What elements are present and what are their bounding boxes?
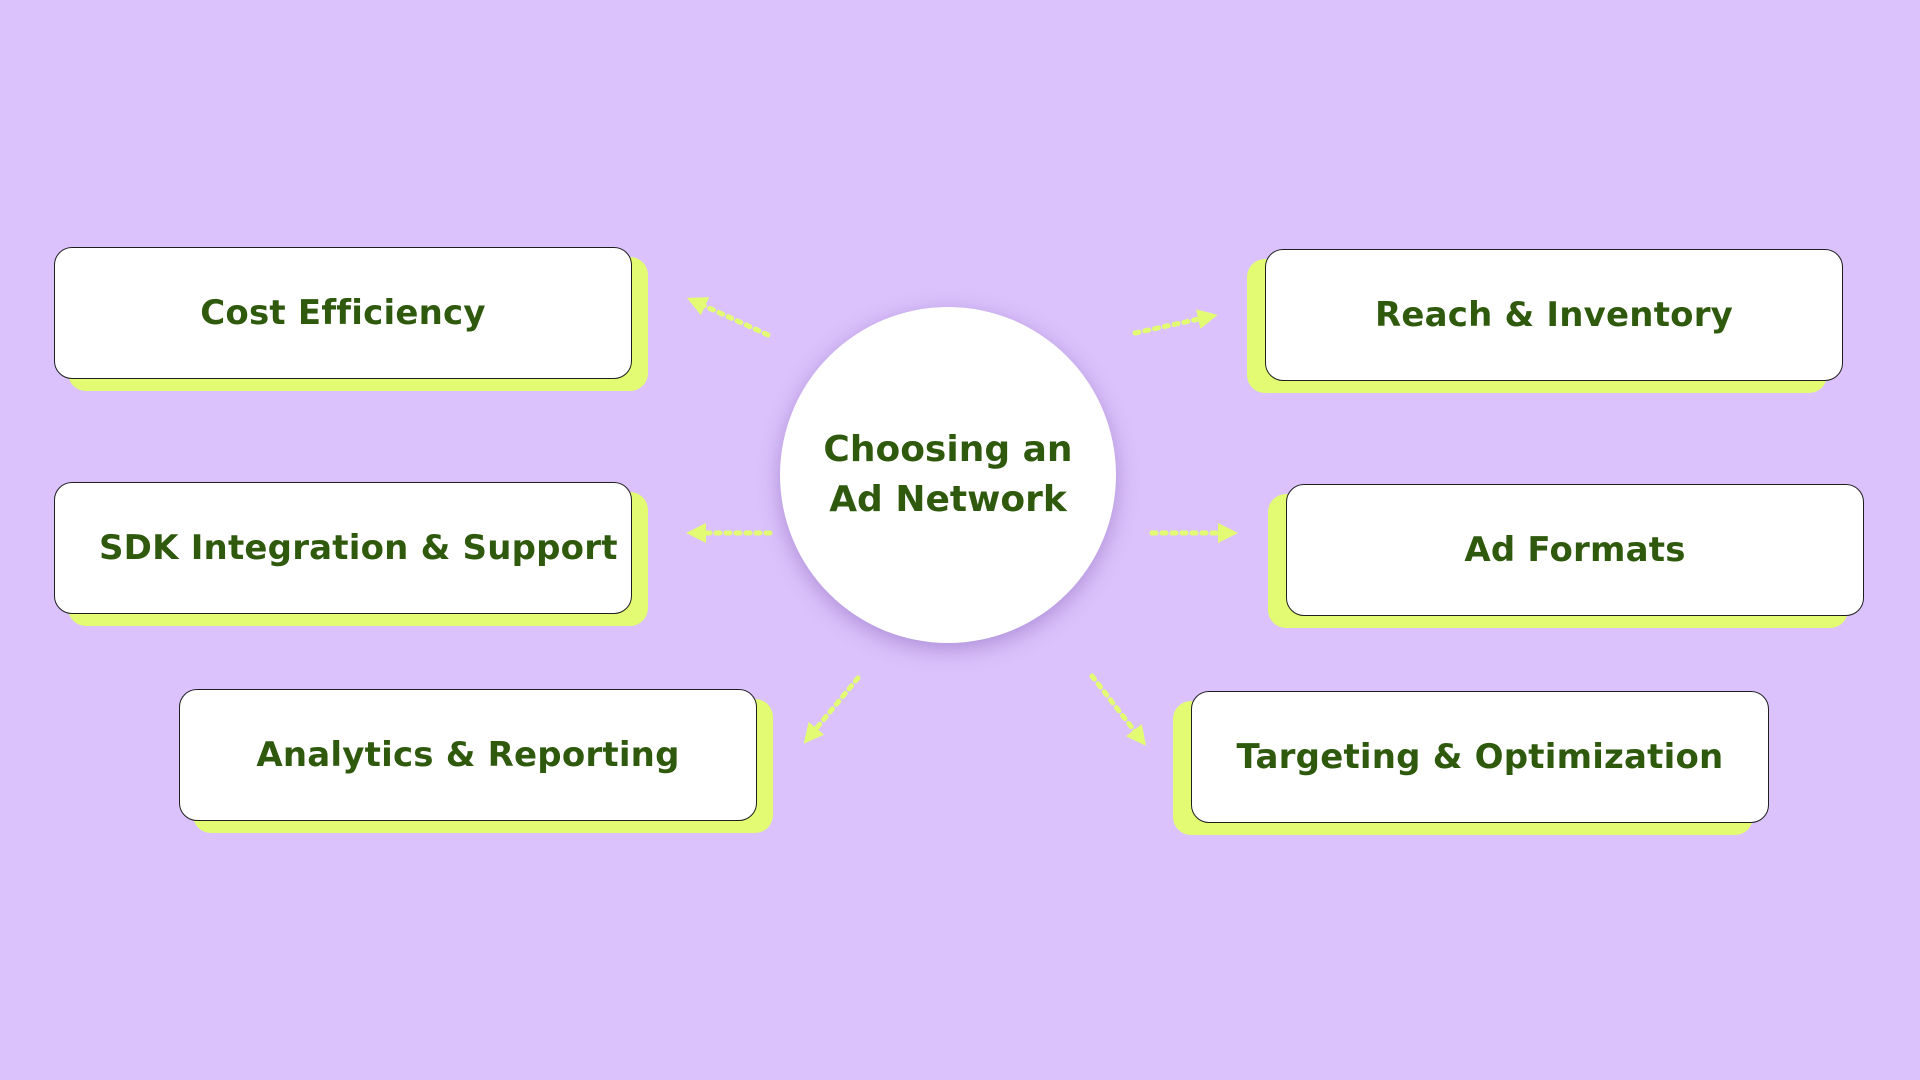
node-label: Analytics & Reporting <box>256 735 680 775</box>
card-face: Cost Efficiency <box>54 247 632 379</box>
node-analytics-reporting: Analytics & Reporting <box>179 689 773 833</box>
central-topic-circle: Choosing an Ad Network <box>780 307 1116 643</box>
node-label: Cost Efficiency <box>200 293 486 333</box>
card-face: Reach & Inventory <box>1265 249 1843 381</box>
node-cost-efficiency: Cost Efficiency <box>54 247 648 391</box>
arrow-to-targeting-optimization <box>1089 673 1147 746</box>
card-face: Analytics & Reporting <box>179 689 757 821</box>
node-label: Ad Formats <box>1464 530 1686 570</box>
central-topic-label: Choosing an Ad Network <box>823 429 1073 520</box>
arrow-to-analytics-reporting <box>803 675 861 744</box>
arrow-to-cost-efficiency <box>686 297 771 338</box>
card-face: Ad Formats <box>1286 484 1864 616</box>
node-targeting-optimization: Targeting & Optimization <box>1173 691 1771 835</box>
node-ad-formats: Ad Formats <box>1268 484 1866 628</box>
node-label: Reach & Inventory <box>1374 295 1734 335</box>
card-face: SDK Integration & Support <box>54 482 632 614</box>
arrow-to-reach-inventory <box>1132 309 1218 336</box>
node-reach-inventory: Reach & Inventory <box>1247 249 1845 393</box>
node-label: Targeting & Optimization <box>1236 737 1724 777</box>
node-label: SDK Integration & Support <box>99 528 618 568</box>
card-face: Targeting & Optimization <box>1191 691 1769 823</box>
node-sdk-integration-support: SDK Integration & Support <box>54 482 648 626</box>
